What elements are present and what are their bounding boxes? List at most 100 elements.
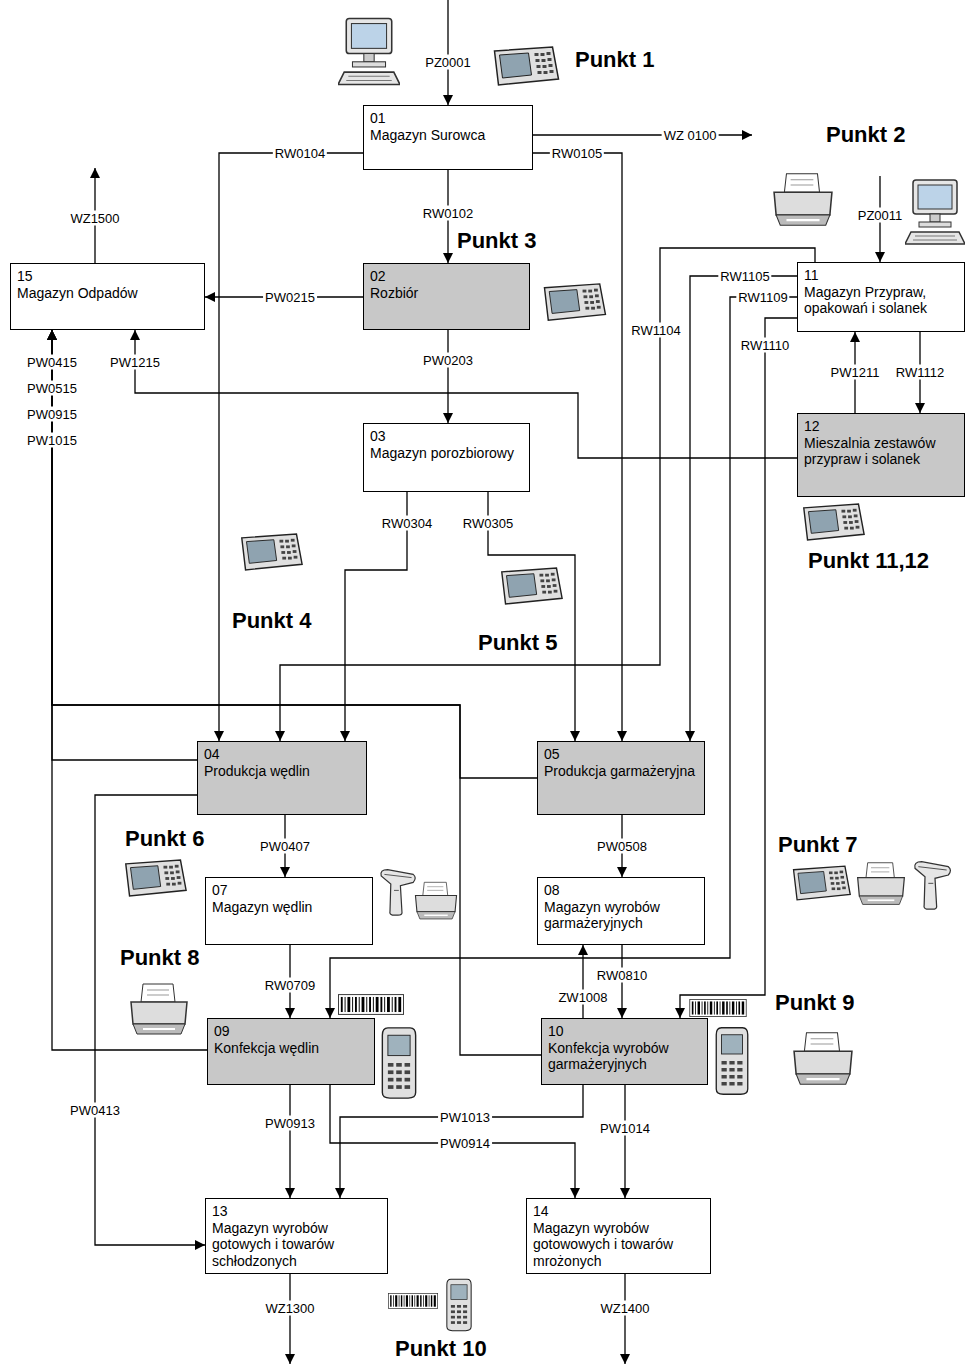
printer-icon xyxy=(415,882,456,919)
document-code: PW0915 xyxy=(25,407,79,422)
document-code: PW0914 xyxy=(438,1136,492,1151)
box-number: 15 xyxy=(17,268,198,285)
box-title: Magazyn Surowca xyxy=(370,127,526,144)
document-code: RW1112 xyxy=(894,365,946,380)
storage-box: 07Magazyn wędlin xyxy=(205,877,373,945)
storage-box: 01Magazyn Surowca xyxy=(363,105,533,170)
storage-box: 11Magazyn Przypraw, opakowań i solanek xyxy=(797,262,965,332)
box-title: Magazyn Przypraw, opakowań i solanek xyxy=(804,284,958,317)
flow-connector xyxy=(330,1085,575,1198)
box-title: Magazyn Odpadów xyxy=(17,285,198,302)
box-number: 13 xyxy=(212,1203,381,1220)
flow-connector xyxy=(624,1085,625,1198)
flow-connector xyxy=(289,1085,290,1198)
document-code: PW0913 xyxy=(263,1116,317,1131)
document-code: PW0415 xyxy=(25,355,79,370)
point-label: Punkt 6 xyxy=(125,826,204,852)
document-code: WZ 0100 xyxy=(662,128,719,143)
input-arrow xyxy=(447,0,448,105)
process-box: 09Konfekcja wędlin xyxy=(207,1018,375,1085)
document-code: WZ1500 xyxy=(68,211,121,226)
document-code: RW0104 xyxy=(273,146,327,161)
printer-icon xyxy=(131,984,187,1034)
storage-box: 08Magazyn wyrobów garmażeryjnych xyxy=(537,877,705,945)
storage-box: 15Magazyn Odpadów xyxy=(10,263,205,330)
point-label: Punkt 1 xyxy=(575,47,654,73)
point-label: Punkt 8 xyxy=(120,945,199,971)
document-code: PW0508 xyxy=(595,839,649,854)
output-arrow xyxy=(533,134,752,135)
printer-icon xyxy=(774,174,832,226)
terminal-icon xyxy=(804,504,864,540)
document-code: PZ0001 xyxy=(423,55,473,70)
handheld-scanner-icon xyxy=(716,1028,748,1095)
point-label: Punkt 5 xyxy=(478,630,557,656)
document-code: PW0203 xyxy=(421,353,475,368)
box-number: 07 xyxy=(212,882,366,899)
document-code: RW0709 xyxy=(263,978,317,993)
printer-icon xyxy=(794,1033,852,1085)
process-box: 04Produkcja wędlin xyxy=(197,741,367,815)
point-label: Punkt 4 xyxy=(232,608,311,634)
terminal-icon xyxy=(794,866,851,900)
box-number: 12 xyxy=(804,418,958,435)
box-number: 03 xyxy=(370,428,523,445)
terminal-icon xyxy=(544,284,605,320)
flow-connector xyxy=(330,297,797,1018)
process-box: 05Produkcja garmażeryjna xyxy=(537,741,705,815)
process-box: 02Rozbiór xyxy=(363,263,530,330)
document-code: RW0102 xyxy=(421,206,475,221)
document-code: PW1211 xyxy=(829,365,882,380)
point-label: Punkt 2 xyxy=(826,122,905,148)
flow-connector xyxy=(340,1085,583,1198)
box-title: Magazyn wyrobów garmażeryjnych xyxy=(544,899,698,932)
terminal-icon xyxy=(126,860,186,896)
document-code: PW1215 xyxy=(108,355,162,370)
document-code: ZW1008 xyxy=(556,990,609,1005)
box-title: Produkcja garmażeryjna xyxy=(544,763,698,780)
box-number: 09 xyxy=(214,1023,368,1040)
document-code: RW1110 xyxy=(739,338,791,353)
computer-icon xyxy=(338,18,400,84)
barcode-icon xyxy=(690,999,746,1016)
document-code: PW0407 xyxy=(258,839,312,854)
box-title: Magazyn wędlin xyxy=(212,899,366,916)
flow-connector xyxy=(219,153,363,741)
box-title: Magazyn porozbiorowy xyxy=(370,445,523,462)
box-title: Konfekcja wyrobów garmażeryjnych xyxy=(548,1040,701,1073)
output-arrow xyxy=(289,1268,290,1364)
flow-connector xyxy=(447,330,448,423)
box-number: 14 xyxy=(533,1203,704,1220)
storage-box: 13Magazyn wyrobów gotowych i towarów sch… xyxy=(205,1198,388,1274)
point-label: Punkt 9 xyxy=(775,990,854,1016)
terminal-icon xyxy=(495,47,559,85)
box-number: 02 xyxy=(370,268,523,285)
computer-icon xyxy=(905,180,965,244)
flow-connector xyxy=(52,330,537,778)
box-title: Konfekcja wędlin xyxy=(214,1040,368,1057)
terminal-icon xyxy=(242,534,302,570)
flow-connector xyxy=(280,248,815,741)
document-code: RW1105 xyxy=(718,269,771,284)
box-number: 08 xyxy=(544,882,698,899)
scanner-icon xyxy=(915,862,951,910)
printer-icon xyxy=(858,863,905,905)
box-number: 10 xyxy=(548,1023,701,1040)
document-code: PW0413 xyxy=(68,1103,122,1118)
point-label: Punkt 11,12 xyxy=(808,548,929,574)
handheld-scanner-icon xyxy=(382,1028,415,1098)
flow-connector xyxy=(582,945,583,1018)
point-label: Punkt 3 xyxy=(457,228,536,254)
point-label: Punkt 7 xyxy=(778,832,857,858)
handheld-scanner-icon xyxy=(447,1279,471,1330)
box-title: Magazyn wyrobów gotowowych i towarów mro… xyxy=(533,1220,704,1270)
scanner-icon xyxy=(381,870,415,916)
document-code: RW1104 xyxy=(629,323,682,338)
document-code: PZ0011 xyxy=(856,208,905,223)
document-code: WZ1300 xyxy=(263,1301,316,1316)
document-code: RW0810 xyxy=(595,968,649,983)
terminal-icon xyxy=(502,568,562,604)
document-code: RW0105 xyxy=(550,146,604,161)
